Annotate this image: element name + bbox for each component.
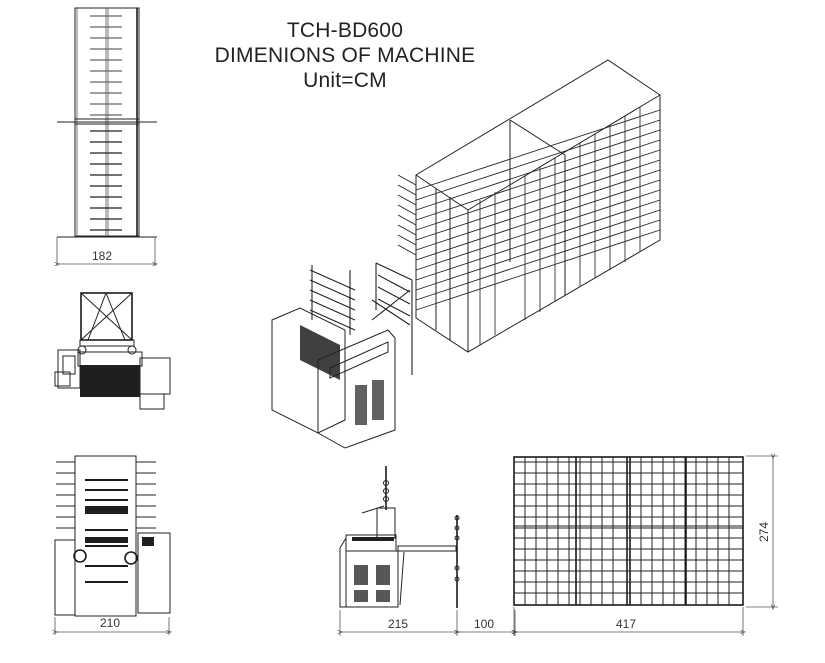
creel-height-label: 274 [757,522,771,542]
machine-side-view [54,292,171,410]
machine-front-view [55,455,170,635]
unit-label: Unit=CM [303,69,387,92]
machine-width-label: 210 [100,616,120,630]
creel-width-label: 182 [92,249,112,263]
creel-top-view [57,7,157,266]
creel-width-total-label: 417 [616,617,636,631]
isometric-machine-view [271,59,661,449]
drawing-heading: DIMENIONS OF MACHINE [214,44,476,67]
creel-front-view [514,456,778,636]
machine-length-label: 215 [388,617,408,631]
model-name: TCH-BD600 [286,19,404,42]
side-view-with-creel [340,466,515,636]
creel-gap-label: 100 [474,617,494,631]
title-block: TCH-BD600 DIMENIONS OF MACHINE Unit=CM [190,18,500,93]
